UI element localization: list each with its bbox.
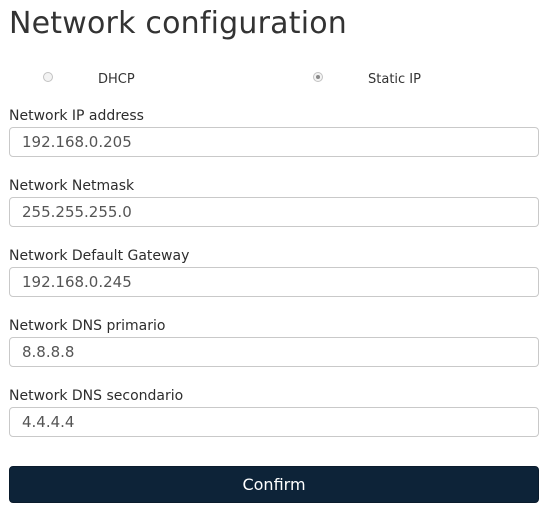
default-gateway-input[interactable] bbox=[9, 267, 539, 297]
dns-primary-label: Network DNS primario bbox=[9, 318, 166, 334]
netmask-input[interactable] bbox=[9, 197, 539, 227]
dns-secondary-input[interactable] bbox=[9, 407, 539, 437]
page-title: Network configuration bbox=[9, 6, 347, 41]
confirm-button[interactable]: Confirm bbox=[9, 466, 539, 503]
static-ip-radio-label[interactable]: Static IP bbox=[368, 72, 421, 87]
dns-secondary-label: Network DNS secondario bbox=[9, 388, 184, 404]
dns-primary-input[interactable] bbox=[9, 337, 539, 367]
netmask-label: Network Netmask bbox=[9, 178, 135, 194]
ip-address-label: Network IP address bbox=[9, 108, 144, 124]
static-ip-radio[interactable] bbox=[313, 72, 323, 82]
default-gateway-label: Network Default Gateway bbox=[9, 248, 190, 264]
dhcp-radio-label[interactable]: DHCP bbox=[98, 72, 135, 87]
ip-address-input[interactable] bbox=[9, 127, 539, 157]
dhcp-radio[interactable] bbox=[43, 72, 53, 82]
